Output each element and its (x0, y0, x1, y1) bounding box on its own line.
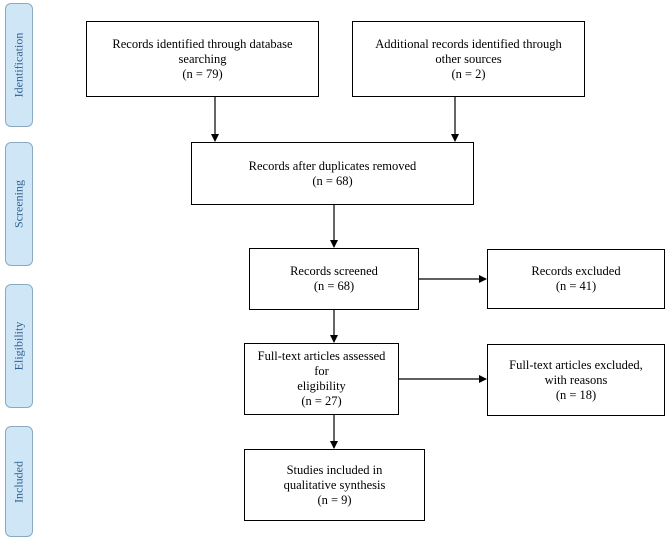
records-screened-count: (n = 68) (313, 279, 355, 293)
box-fulltext-excluded: Full-text articles excluded, with reason… (487, 344, 665, 416)
other-sources-text-2: other sources (435, 51, 502, 66)
box-database-search: Records identified through database sear… (86, 21, 319, 97)
other-sources-count: (n = 2) (451, 66, 486, 81)
database-search-count: (n = 79) (182, 66, 223, 81)
fulltext-assessed-text-2: eligibility (297, 379, 346, 393)
box-fulltext-assessed: Full-text articles assessed for eligibil… (244, 343, 399, 415)
studies-included-text-2: qualitative synthesis (283, 477, 386, 492)
phase-screening: Screening (5, 142, 33, 266)
duplicates-removed-count: (n = 68) (312, 173, 353, 188)
phase-identification: Identification (5, 3, 33, 127)
duplicates-removed-text: Records after duplicates removed (248, 158, 417, 173)
box-other-sources: Additional records identified through ot… (352, 21, 585, 97)
fulltext-excluded-text: Full-text articles excluded, (509, 357, 643, 372)
fulltext-assessed-text: Full-text articles assessed for (257, 349, 386, 378)
records-excluded-text: Records excluded (531, 264, 621, 278)
box-records-excluded: Records excluded (n = 41) (487, 249, 665, 309)
box-duplicates-removed: Records after duplicates removed (n = 68… (191, 142, 474, 205)
box-studies-included: Studies included in qualitative synthesi… (244, 449, 425, 521)
phase-eligibility: Eligibility (5, 284, 33, 408)
studies-included-count: (n = 9) (317, 492, 352, 507)
phase-included: Included (5, 426, 33, 537)
records-excluded-count: (n = 41) (555, 279, 597, 293)
fulltext-excluded-count: (n = 18) (555, 387, 597, 402)
studies-included-text: Studies included in (286, 462, 383, 477)
phase-screening-label: Screening (11, 180, 26, 228)
database-search-text: Records identified through database (112, 36, 293, 51)
phase-included-label: Included (11, 460, 26, 503)
records-screened-text: Records screened (290, 264, 378, 278)
box-records-screened: Records screened (n = 68) (249, 248, 419, 310)
phase-identification-label: Identification (11, 32, 26, 98)
database-search-text-2: searching (178, 51, 227, 66)
fulltext-excluded-text-2: with reasons (544, 372, 608, 387)
phase-eligibility-label: Eligibility (11, 321, 26, 371)
fulltext-assessed-count: (n = 27) (301, 394, 342, 408)
other-sources-text: Additional records identified through (375, 36, 562, 51)
